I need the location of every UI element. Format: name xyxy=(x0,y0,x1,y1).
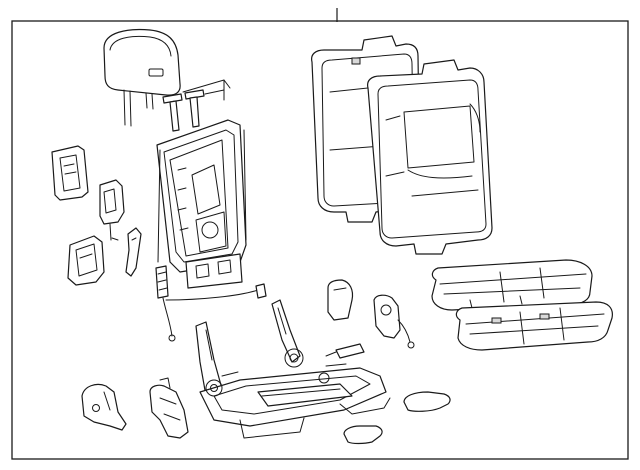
latch-cover[interactable] xyxy=(51,145,89,201)
belt-guide[interactable] xyxy=(67,235,105,286)
headrest-guide-pins[interactable] xyxy=(162,79,231,132)
diagram-frame xyxy=(11,8,629,460)
seat-frame-track[interactable] xyxy=(195,299,391,439)
strap[interactable] xyxy=(125,227,142,277)
headrest[interactable] xyxy=(103,28,181,127)
seat-cushion-lower[interactable] xyxy=(455,301,613,351)
cover-pad[interactable] xyxy=(343,425,383,445)
wiring-harness[interactable] xyxy=(155,265,267,342)
seat-cushion-upper[interactable] xyxy=(431,259,593,311)
seatback-cushion-front[interactable] xyxy=(367,59,493,255)
belt-buckle[interactable] xyxy=(325,294,415,359)
outer-trim[interactable] xyxy=(81,383,127,431)
storage-cover[interactable] xyxy=(403,391,451,412)
cushion-side-trim[interactable] xyxy=(327,279,354,321)
side-shield[interactable] xyxy=(149,377,189,439)
recliner-handle[interactable] xyxy=(99,179,125,241)
seatback-frame[interactable] xyxy=(156,119,247,289)
